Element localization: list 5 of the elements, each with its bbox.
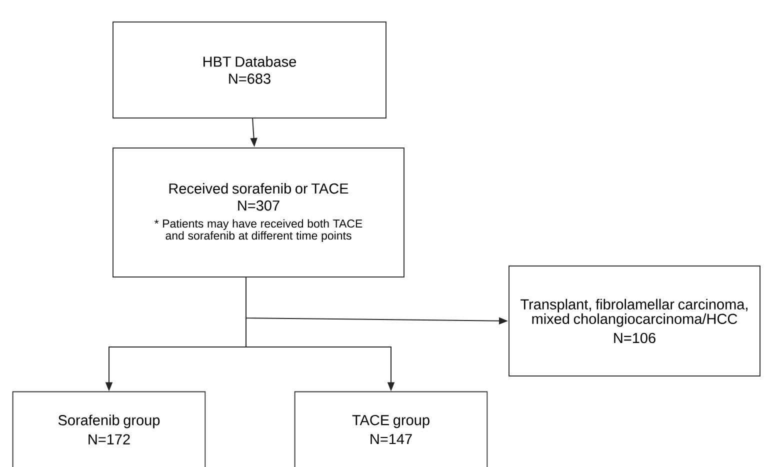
process-box: HBT Database N=683	[112, 22, 386, 118]
process-box: TACE group N=147	[294, 391, 488, 467]
process-box: Sorafenib group N=172	[12, 391, 206, 467]
process-box: Received sorafenib or TACE N=307 * Patients may have received both TACE and sorafenib at different time points	[112, 148, 404, 278]
process-box: Transplant, fibrolamellar carcinoma, mixed cholangiocarcinoma/HCC N=106	[508, 266, 760, 376]
